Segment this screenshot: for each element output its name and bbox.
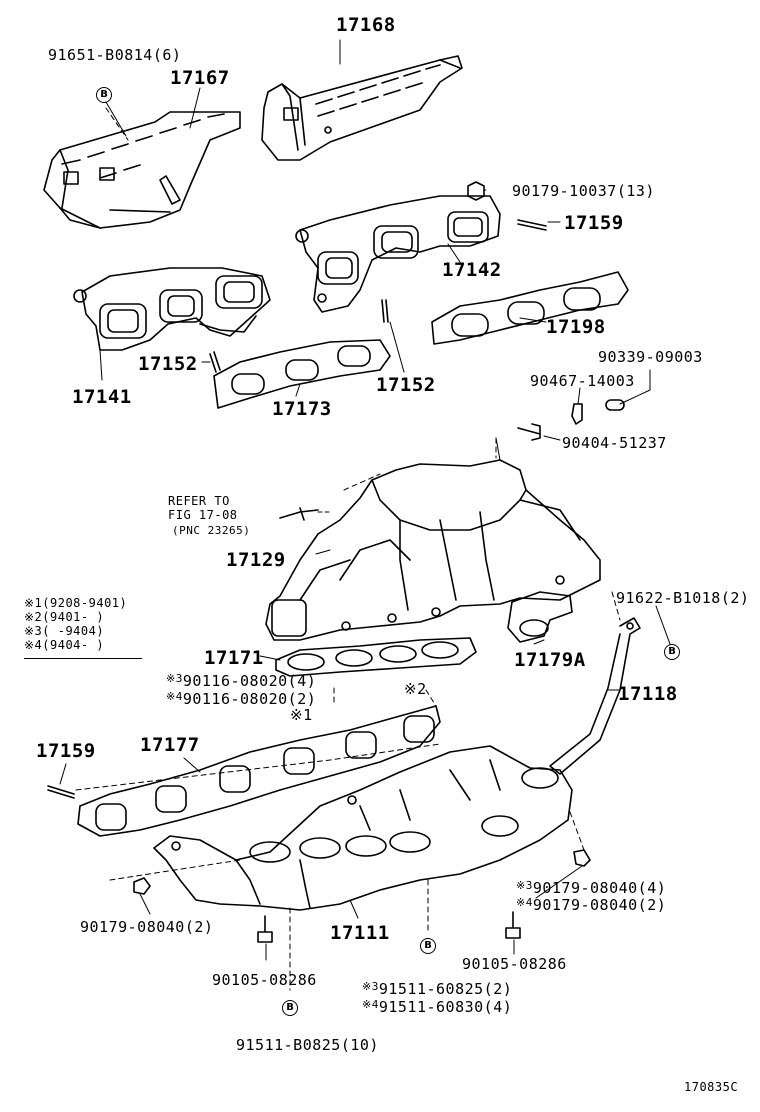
label-90179-08040-3: ※390179-08040(4) [516, 879, 667, 897]
legend: ※1(9208-9401) ※2(9401- ) ※3( -9404) ※4(9… [24, 596, 142, 659]
exhaust-manifold-17141 [73, 267, 271, 351]
gasket-17198 [431, 271, 629, 345]
label-17152-a: 17152 [138, 353, 198, 375]
hose-90339-09003 [605, 399, 625, 411]
gasket-17179a [507, 591, 573, 643]
intake-manifold-17111 [153, 745, 573, 911]
label-17111: 17111 [330, 922, 390, 944]
gasket-17173 [213, 339, 391, 409]
intake-plenum-17129 [265, 459, 601, 641]
label-17168: 17168 [336, 14, 396, 36]
legend-rule [24, 658, 142, 659]
stud-17159-left [47, 785, 75, 799]
label-17198: 17198 [546, 316, 606, 338]
label-90179-10037: 90179-10037(13) [512, 182, 655, 200]
nut-90179-08040-right [573, 849, 591, 867]
heat-insulator-17167 [43, 111, 241, 229]
gasket-17177 [77, 705, 441, 837]
bolt-90404-51237 [517, 423, 541, 441]
label-17118: 17118 [618, 683, 678, 705]
clip-90467-14003 [571, 403, 583, 425]
mark-2: ※2 [404, 680, 427, 698]
label-90179-08040-4: ※490179-08040(2) [516, 896, 667, 914]
heat-insulator-17168 [261, 55, 463, 161]
stud-17152-b [381, 299, 389, 323]
label-90105-08286-left: 90105-08286 [212, 971, 317, 989]
nut-90179-10037 [467, 181, 485, 201]
legend-row-1: ※1(9208-9401) [24, 596, 128, 610]
manifold-stay-17118 [549, 617, 641, 775]
circle-b-marker-3: B [420, 938, 436, 954]
stud-17152-a [209, 351, 221, 373]
legend-row-3: ※3( -9404) [24, 624, 105, 638]
stud-17159-top [517, 219, 547, 231]
label-17141: 17141 [72, 386, 132, 408]
label-91622-b1018: 91622-B1018(2) [616, 589, 750, 607]
label-17177: 17177 [140, 734, 200, 756]
label-17173: 17173 [272, 398, 332, 420]
label-17167: 17167 [170, 67, 230, 89]
sensor-refer-fig [279, 507, 319, 521]
bolt-90105-08286-right [505, 911, 521, 939]
refer-line-1: REFER TO [168, 494, 230, 508]
label-91651-b0814: 91651-B0814(6) [48, 46, 182, 64]
label-17129: 17129 [226, 549, 286, 571]
label-90179-08040-left: 90179-08040(2) [80, 918, 214, 936]
bolt-90105-08286-left [257, 915, 273, 943]
label-17179a: 17179A [514, 649, 586, 671]
label-17159-top: 17159 [564, 212, 624, 234]
diagram-id: 170835C [684, 1080, 739, 1094]
exhaust-manifold-17142 [295, 195, 501, 313]
nut-90179-08040-left [133, 877, 151, 895]
label-17159-left: 17159 [36, 740, 96, 762]
label-91511-60830: ※491511-60830(4) [362, 998, 513, 1016]
label-90116-08020-3: ※390116-08020(4) [166, 672, 317, 690]
label-17171: 17171 [204, 647, 264, 669]
legend-row-4: ※4(9404- ) [24, 638, 105, 652]
label-90467-14003: 90467-14003 [530, 372, 635, 390]
circle-b-marker-1: B [96, 87, 112, 103]
legend-row-2: ※2(9401- ) [24, 610, 105, 624]
label-90404-51237: 90404-51237 [562, 434, 667, 452]
circle-b-marker-4: B [282, 1000, 298, 1016]
label-17152-b: 17152 [376, 374, 436, 396]
refer-line-2: FIG 17-08 [168, 508, 238, 522]
refer-line-3: (PNC 23265) [172, 524, 251, 537]
label-90339-09003: 90339-09003 [598, 348, 703, 366]
gasket-17171 [275, 637, 477, 677]
mark-1: ※1 [290, 706, 313, 724]
label-91511-60825: ※391511-60825(2) [362, 980, 513, 998]
label-91511-b0825: 91511-B0825(10) [236, 1036, 379, 1054]
label-90116-08020-4: ※490116-08020(2) [166, 690, 317, 708]
label-17142: 17142 [442, 259, 502, 281]
circle-b-marker-2: B [664, 644, 680, 660]
label-90105-08286-right: 90105-08286 [462, 955, 567, 973]
dashed-guides [75, 107, 621, 991]
leader-lines [59, 39, 671, 961]
